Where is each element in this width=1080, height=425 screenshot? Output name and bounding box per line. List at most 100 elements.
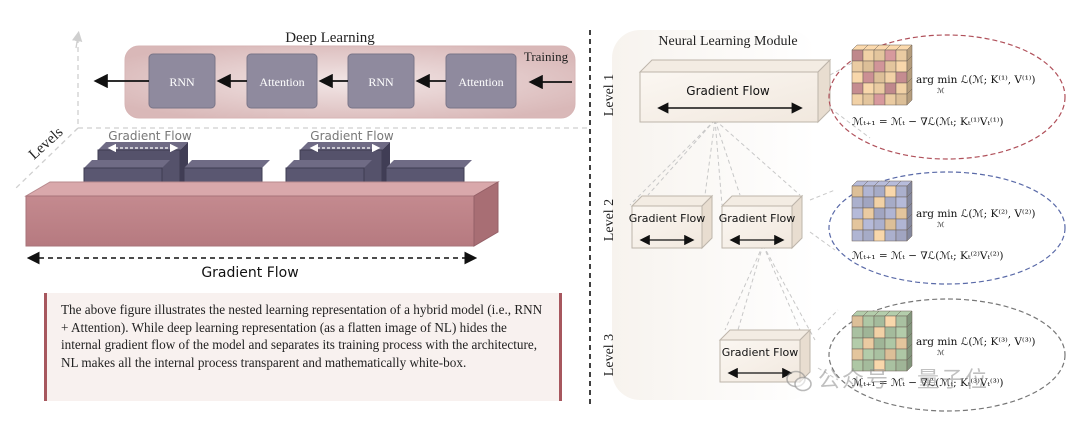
eq-l2-top: arg min ℒ(ℳ; K⁽²⁾, V⁽²⁾)	[916, 208, 1035, 220]
cube-front-cell	[862, 196, 875, 209]
memory-cube-level-3	[851, 310, 913, 372]
level-2-gradient-box-b: Gradient Flow	[719, 194, 804, 250]
eq-l1-bottom: ℳₜ₊₁ = ℳₜ − ∇ℒ(ℳₜ; Kₜ⁽¹⁾Vₜ⁽¹⁾)	[852, 116, 1003, 128]
level-3-ellipse	[828, 298, 1066, 412]
block-label: RNN	[368, 75, 394, 89]
eq-l3-argmin-sub: ℳ	[937, 349, 945, 357]
cube-front-cell	[862, 49, 875, 62]
wechat-icon	[786, 370, 812, 392]
block-rnn-1: RNN	[148, 53, 216, 109]
box-label: Gradient Flow	[686, 84, 770, 98]
cube-front-cell	[873, 49, 886, 62]
eq-l2-argmin-sub: ℳ	[937, 221, 945, 229]
cube-front-cell	[884, 60, 897, 73]
level-1-ellipse	[828, 34, 1066, 160]
memory-cube-level-1	[851, 44, 913, 106]
cube-side-cell	[906, 354, 913, 372]
box-label: Gradient Flow	[629, 212, 705, 225]
cube-front-cell	[884, 185, 897, 198]
cube-front-cell	[884, 82, 897, 95]
cube-front-cell	[884, 229, 897, 242]
cube-front-cell	[895, 218, 908, 231]
cube-front-cell	[895, 93, 908, 106]
tree-connectors	[629, 51, 873, 381]
cube-front-cell	[895, 82, 908, 95]
gradient-flow-label-b: Gradient Flow	[310, 129, 394, 143]
cube-front-cell	[884, 207, 897, 220]
cube-front-cell	[873, 185, 886, 198]
level-2-ellipse	[828, 171, 1066, 285]
caption-box: The above figure illustrates the nested …	[44, 293, 562, 401]
cube-front-cell	[851, 71, 864, 84]
watermark: 公众号 · 量子位	[786, 362, 989, 394]
cube-front-cell	[895, 207, 908, 220]
cube-front-cell	[862, 326, 875, 339]
cube-front-cell	[851, 60, 864, 73]
cube-front-cell	[851, 315, 864, 328]
cube-front-cell	[873, 196, 886, 209]
cube-front-cell	[862, 207, 875, 220]
gradient-flow-label-a: Gradient Flow	[108, 129, 192, 143]
level-2-gradient-box-a: Gradient Flow	[629, 194, 714, 250]
cube-front-cell	[873, 348, 886, 361]
cube-front-cell	[895, 229, 908, 242]
eq-l1-argmin-sub: ℳ	[937, 87, 945, 95]
cube-front-cell	[873, 207, 886, 220]
cube-front-cell	[862, 337, 875, 350]
cube-front-cell	[862, 185, 875, 198]
cube-front-cell	[862, 60, 875, 73]
cube-front-cell	[884, 196, 897, 209]
cube-front-cell	[895, 71, 908, 84]
cube-front-cell	[895, 49, 908, 62]
flattened-slab	[24, 181, 500, 247]
deep-learning-title: Deep Learning	[285, 30, 375, 46]
block-attention-2: Attention	[445, 53, 517, 109]
cube-front-cell	[884, 71, 897, 84]
cube-front-cell	[884, 326, 897, 339]
cube-front-cell	[862, 71, 875, 84]
cube-front-cell	[884, 218, 897, 231]
cube-front-cell	[851, 185, 864, 198]
cube-front-cell	[895, 60, 908, 73]
eq-l3-top: arg min ℒ(ℳ; K⁽³⁾, V⁽³⁾)	[916, 336, 1035, 348]
level-1-label: Level 1	[602, 74, 617, 116]
cube-front-cell	[851, 218, 864, 231]
level-3-gradient-box: Gradient Flow	[718, 328, 812, 384]
cube-front-cell	[895, 196, 908, 209]
cube-front-cell	[851, 229, 864, 242]
level-3-label: Level 3	[602, 334, 617, 376]
cube-front-cell	[884, 315, 897, 328]
cube-front-cell	[851, 337, 864, 350]
cube-front-cell	[873, 229, 886, 242]
levels-label: Levels	[26, 124, 67, 163]
box-label: Gradient Flow	[722, 346, 798, 359]
cube-front-cell	[851, 196, 864, 209]
cube-front-cell	[851, 326, 864, 339]
cube-front-cell	[851, 82, 864, 95]
cube-front-cell	[895, 348, 908, 361]
cube-front-cell	[884, 348, 897, 361]
cube-front-cell	[873, 71, 886, 84]
levels-axis-arrow	[72, 30, 83, 49]
block-attention-1: Attention	[246, 53, 318, 109]
cube-front-cell	[884, 337, 897, 350]
cube-front-cell	[895, 326, 908, 339]
cube-front-cell	[873, 82, 886, 95]
cube-front-cell	[851, 49, 864, 62]
eq-l1-top: arg min ℒ(ℳ; K⁽¹⁾, V⁽¹⁾)	[916, 74, 1035, 86]
module-title: Neural Learning Module	[658, 34, 797, 49]
watermark-text: 公众号 · 量子位	[818, 368, 989, 393]
cube-front-cell	[862, 229, 875, 242]
cube-front-cell	[862, 93, 875, 106]
cube-front-cell	[884, 49, 897, 62]
cube-front-cell	[873, 315, 886, 328]
cube-front-cell	[851, 348, 864, 361]
block-rnn-2: RNN	[347, 53, 415, 109]
cube-front-cell	[873, 60, 886, 73]
cube-front-cell	[895, 315, 908, 328]
caption-text: The above figure illustrates the nested …	[61, 302, 543, 370]
memory-cube-level-2	[851, 180, 913, 242]
cube-side-cell	[906, 224, 913, 242]
